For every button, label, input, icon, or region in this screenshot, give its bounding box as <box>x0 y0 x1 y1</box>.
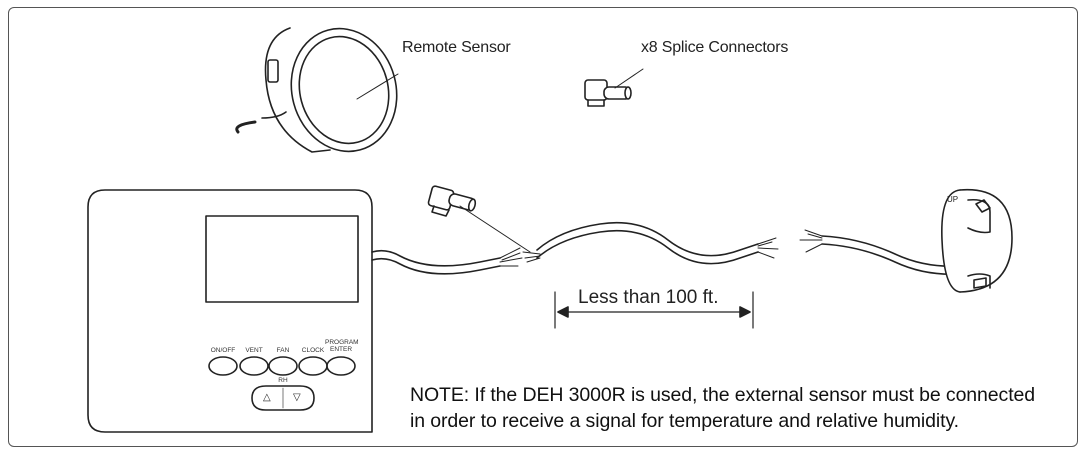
note-line-2: in order to receive a signal for tempera… <box>410 410 959 432</box>
remote-sensor-side-icon <box>941 188 1013 293</box>
remote-sensor-label: Remote Sensor <box>402 39 511 56</box>
display-screen <box>205 215 359 303</box>
note-line-1: NOTE: If the DEH 3000R is used, the exte… <box>410 384 1036 406</box>
control-panel <box>87 189 373 433</box>
rh-up-icon: △ <box>263 392 271 403</box>
sensor-up-label: UP <box>947 195 959 204</box>
sensor-cable <box>799 229 961 276</box>
rh-label: RH <box>278 377 288 384</box>
panel-cable <box>371 247 523 275</box>
clock-label: CLOCK <box>301 347 325 354</box>
splice-connectors-label: x8 Splice Connectors <box>641 39 789 56</box>
extension-cable <box>522 221 779 265</box>
onoff-label: ON/OFF <box>210 347 236 354</box>
rh-rocker-button <box>251 385 315 411</box>
program-label-line2: ENTER <box>329 346 353 353</box>
fan-label: FAN <box>276 347 290 354</box>
splice-connector-cable-icon <box>427 185 531 253</box>
distance-dimension <box>554 291 754 329</box>
fan-button <box>268 356 298 376</box>
program-label: PROGRAM ENTER <box>325 339 359 353</box>
program-label-line1: PROGRAM <box>325 339 359 346</box>
diagram-frame <box>8 7 1078 447</box>
remote-sensor-icon <box>235 27 399 153</box>
vent-label: VENT <box>245 347 263 354</box>
note-text: NOTE: If the DEH 3000R is used, the exte… <box>410 382 1035 434</box>
splice-connector-icon <box>584 68 644 107</box>
program-button <box>326 356 356 376</box>
onoff-button <box>208 356 238 376</box>
rh-down-icon: ▽ <box>293 392 301 403</box>
vent-button <box>239 356 269 376</box>
distance-label: Less than 100 ft. <box>578 287 719 308</box>
